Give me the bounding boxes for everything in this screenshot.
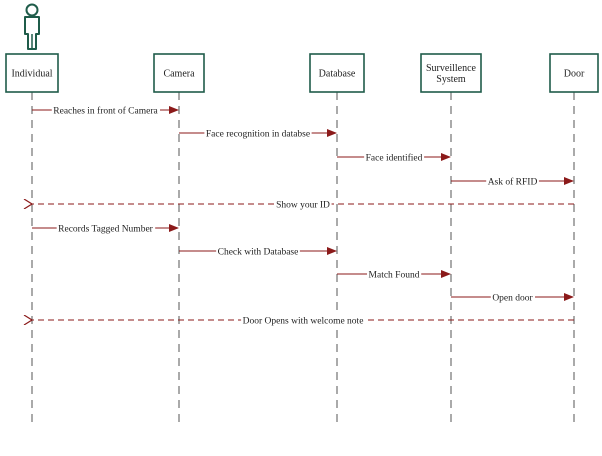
message-label-bg	[364, 152, 425, 164]
message-label-bg	[486, 176, 539, 188]
message-label: Face identified	[366, 153, 423, 164]
message-label-bg	[490, 293, 536, 304]
message-label: Check with Database	[218, 248, 299, 258]
message-label: Open door	[492, 294, 533, 304]
participant-label: Door	[564, 69, 585, 80]
message-5: Show your ID	[32, 200, 574, 211]
message-label-bg	[56, 224, 156, 235]
participant-box	[5, 53, 59, 93]
participant-label: Surveillence	[426, 63, 477, 74]
participant-box	[309, 53, 365, 93]
message-label-bg	[204, 129, 312, 140]
message-6: Records Tagged Number	[32, 224, 179, 235]
message-label: Show your ID	[276, 201, 330, 211]
message-7: Check with Database	[179, 247, 337, 258]
message-label: Ask of RFID	[488, 177, 538, 188]
message-label-bg	[274, 200, 332, 211]
participant-camera: Camera	[153, 53, 205, 93]
participant-label: System	[436, 74, 466, 85]
message-label-bg	[51, 105, 161, 117]
message-label: Records Tagged Number	[58, 225, 153, 235]
message-10: Door Opens with welcome note	[32, 316, 574, 327]
lifelines	[31, 92, 575, 425]
participant-label: Individual	[11, 69, 52, 80]
participant-box	[420, 53, 482, 93]
message-label: Match Found	[369, 271, 420, 281]
message-label: Face recognition in databse	[206, 130, 310, 140]
person-icon	[24, 3, 40, 50]
message-label: Reaches in front of Camera	[53, 106, 158, 117]
participant-box	[549, 53, 599, 93]
participants: Individual Camera Database SurveillenceSyst…	[5, 53, 599, 93]
participant-database: Database	[309, 53, 365, 93]
participant-box	[153, 53, 205, 93]
message-label: Door Opens with welcome note	[243, 317, 364, 327]
participant-label: Database	[319, 69, 356, 80]
participant-individual: Individual	[5, 53, 59, 93]
message-8: Match Found	[337, 270, 451, 281]
message-label-bg	[216, 247, 300, 258]
participant-door: Door	[549, 53, 599, 93]
message-9: Open door	[451, 293, 574, 304]
participant-label: Camera	[163, 69, 195, 80]
message-3: Face identified	[337, 152, 451, 164]
message-label-bg	[241, 316, 365, 327]
message-2: Face recognition in databse	[179, 129, 337, 140]
message-1: Reaches in front of Camera	[32, 105, 179, 117]
message-label-bg	[367, 270, 422, 281]
message-4: Ask of RFID	[451, 176, 574, 188]
